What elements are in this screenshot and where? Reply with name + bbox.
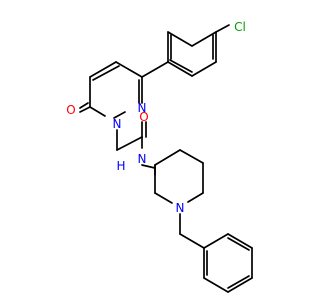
amide-oxygen-label: O	[139, 110, 148, 124]
piperidine-nitrogen-label: N	[176, 201, 185, 215]
chlorine-atom-label: Cl	[234, 20, 246, 34]
ring-nitrogen-2-label: N	[113, 117, 122, 131]
amide-hydrogen-label: H	[116, 159, 125, 173]
ring-nitrogen-1-label: N	[138, 101, 147, 115]
bonds	[79, 24, 253, 293]
carbonyl-oxygen-label: O	[66, 103, 75, 117]
amide-nitrogen-label: N	[138, 152, 147, 166]
atom-labels: Cl O N N O N H N	[66, 20, 246, 215]
molecule-structure-diagram: Cl O N N O N H N	[66, 20, 253, 293]
